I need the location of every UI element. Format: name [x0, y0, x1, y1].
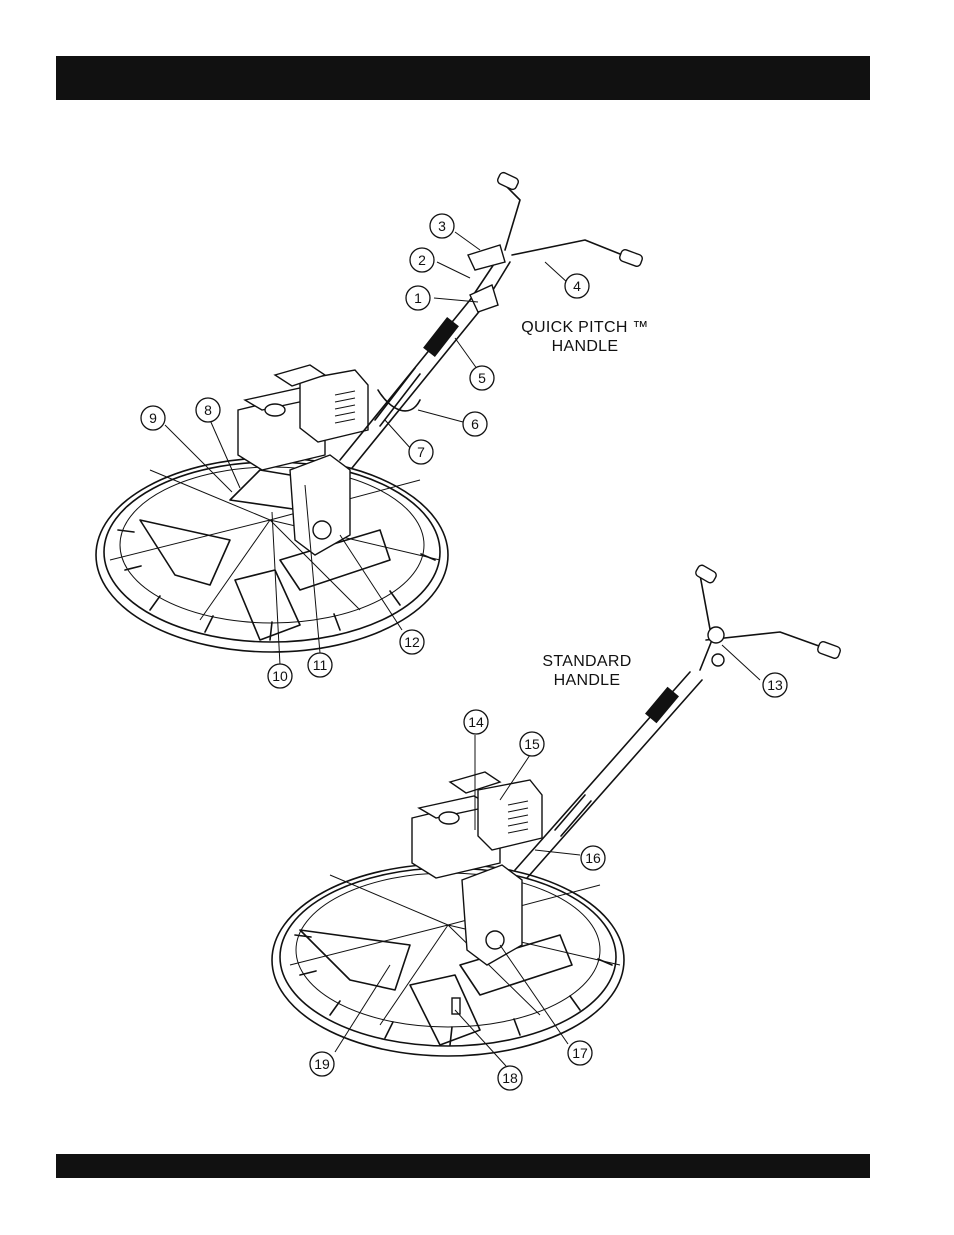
svg-text:2: 2 — [418, 252, 426, 268]
callout-5: 5 — [470, 366, 494, 390]
svg-text:12: 12 — [404, 634, 420, 650]
svg-text:10: 10 — [272, 668, 288, 684]
svg-text:15: 15 — [524, 736, 540, 752]
callout-14: 14 — [464, 710, 488, 734]
callout-18: 18 — [498, 1066, 522, 1090]
svg-text:14: 14 — [468, 714, 484, 730]
callout-15: 15 — [520, 732, 544, 756]
standard-trowel-drawing — [272, 564, 841, 1056]
svg-text:6: 6 — [471, 416, 479, 432]
callout-8: 8 — [196, 398, 220, 422]
svg-text:9: 9 — [149, 410, 157, 426]
svg-text:1: 1 — [414, 290, 422, 306]
callout-10: 10 — [268, 664, 292, 688]
callout-19: 19 — [310, 1052, 334, 1076]
callout-3: 3 — [430, 214, 454, 238]
svg-text:11: 11 — [313, 657, 328, 673]
callout-6: 6 — [463, 412, 487, 436]
callout-2: 2 — [410, 248, 434, 272]
callout-9: 9 — [141, 406, 165, 430]
svg-text:8: 8 — [204, 402, 212, 418]
callout-17: 17 — [568, 1041, 592, 1065]
svg-text:3: 3 — [438, 218, 446, 234]
svg-text:16: 16 — [585, 850, 601, 866]
svg-text:18: 18 — [502, 1070, 518, 1086]
svg-text:4: 4 — [573, 278, 581, 294]
callout-1: 1 — [406, 286, 430, 310]
callout-7: 7 — [409, 440, 433, 464]
callout-16: 16 — [581, 846, 605, 870]
callout-11: 11 — [308, 653, 332, 677]
svg-text:19: 19 — [314, 1056, 330, 1072]
callout-13: 13 — [763, 673, 787, 697]
svg-text:17: 17 — [572, 1045, 588, 1061]
callout-leaders — [165, 232, 760, 1066]
svg-text:13: 13 — [767, 677, 783, 693]
svg-text:7: 7 — [417, 444, 425, 460]
callout-4: 4 — [565, 274, 589, 298]
callout-12: 12 — [400, 630, 424, 654]
svg-text:5: 5 — [478, 370, 486, 386]
